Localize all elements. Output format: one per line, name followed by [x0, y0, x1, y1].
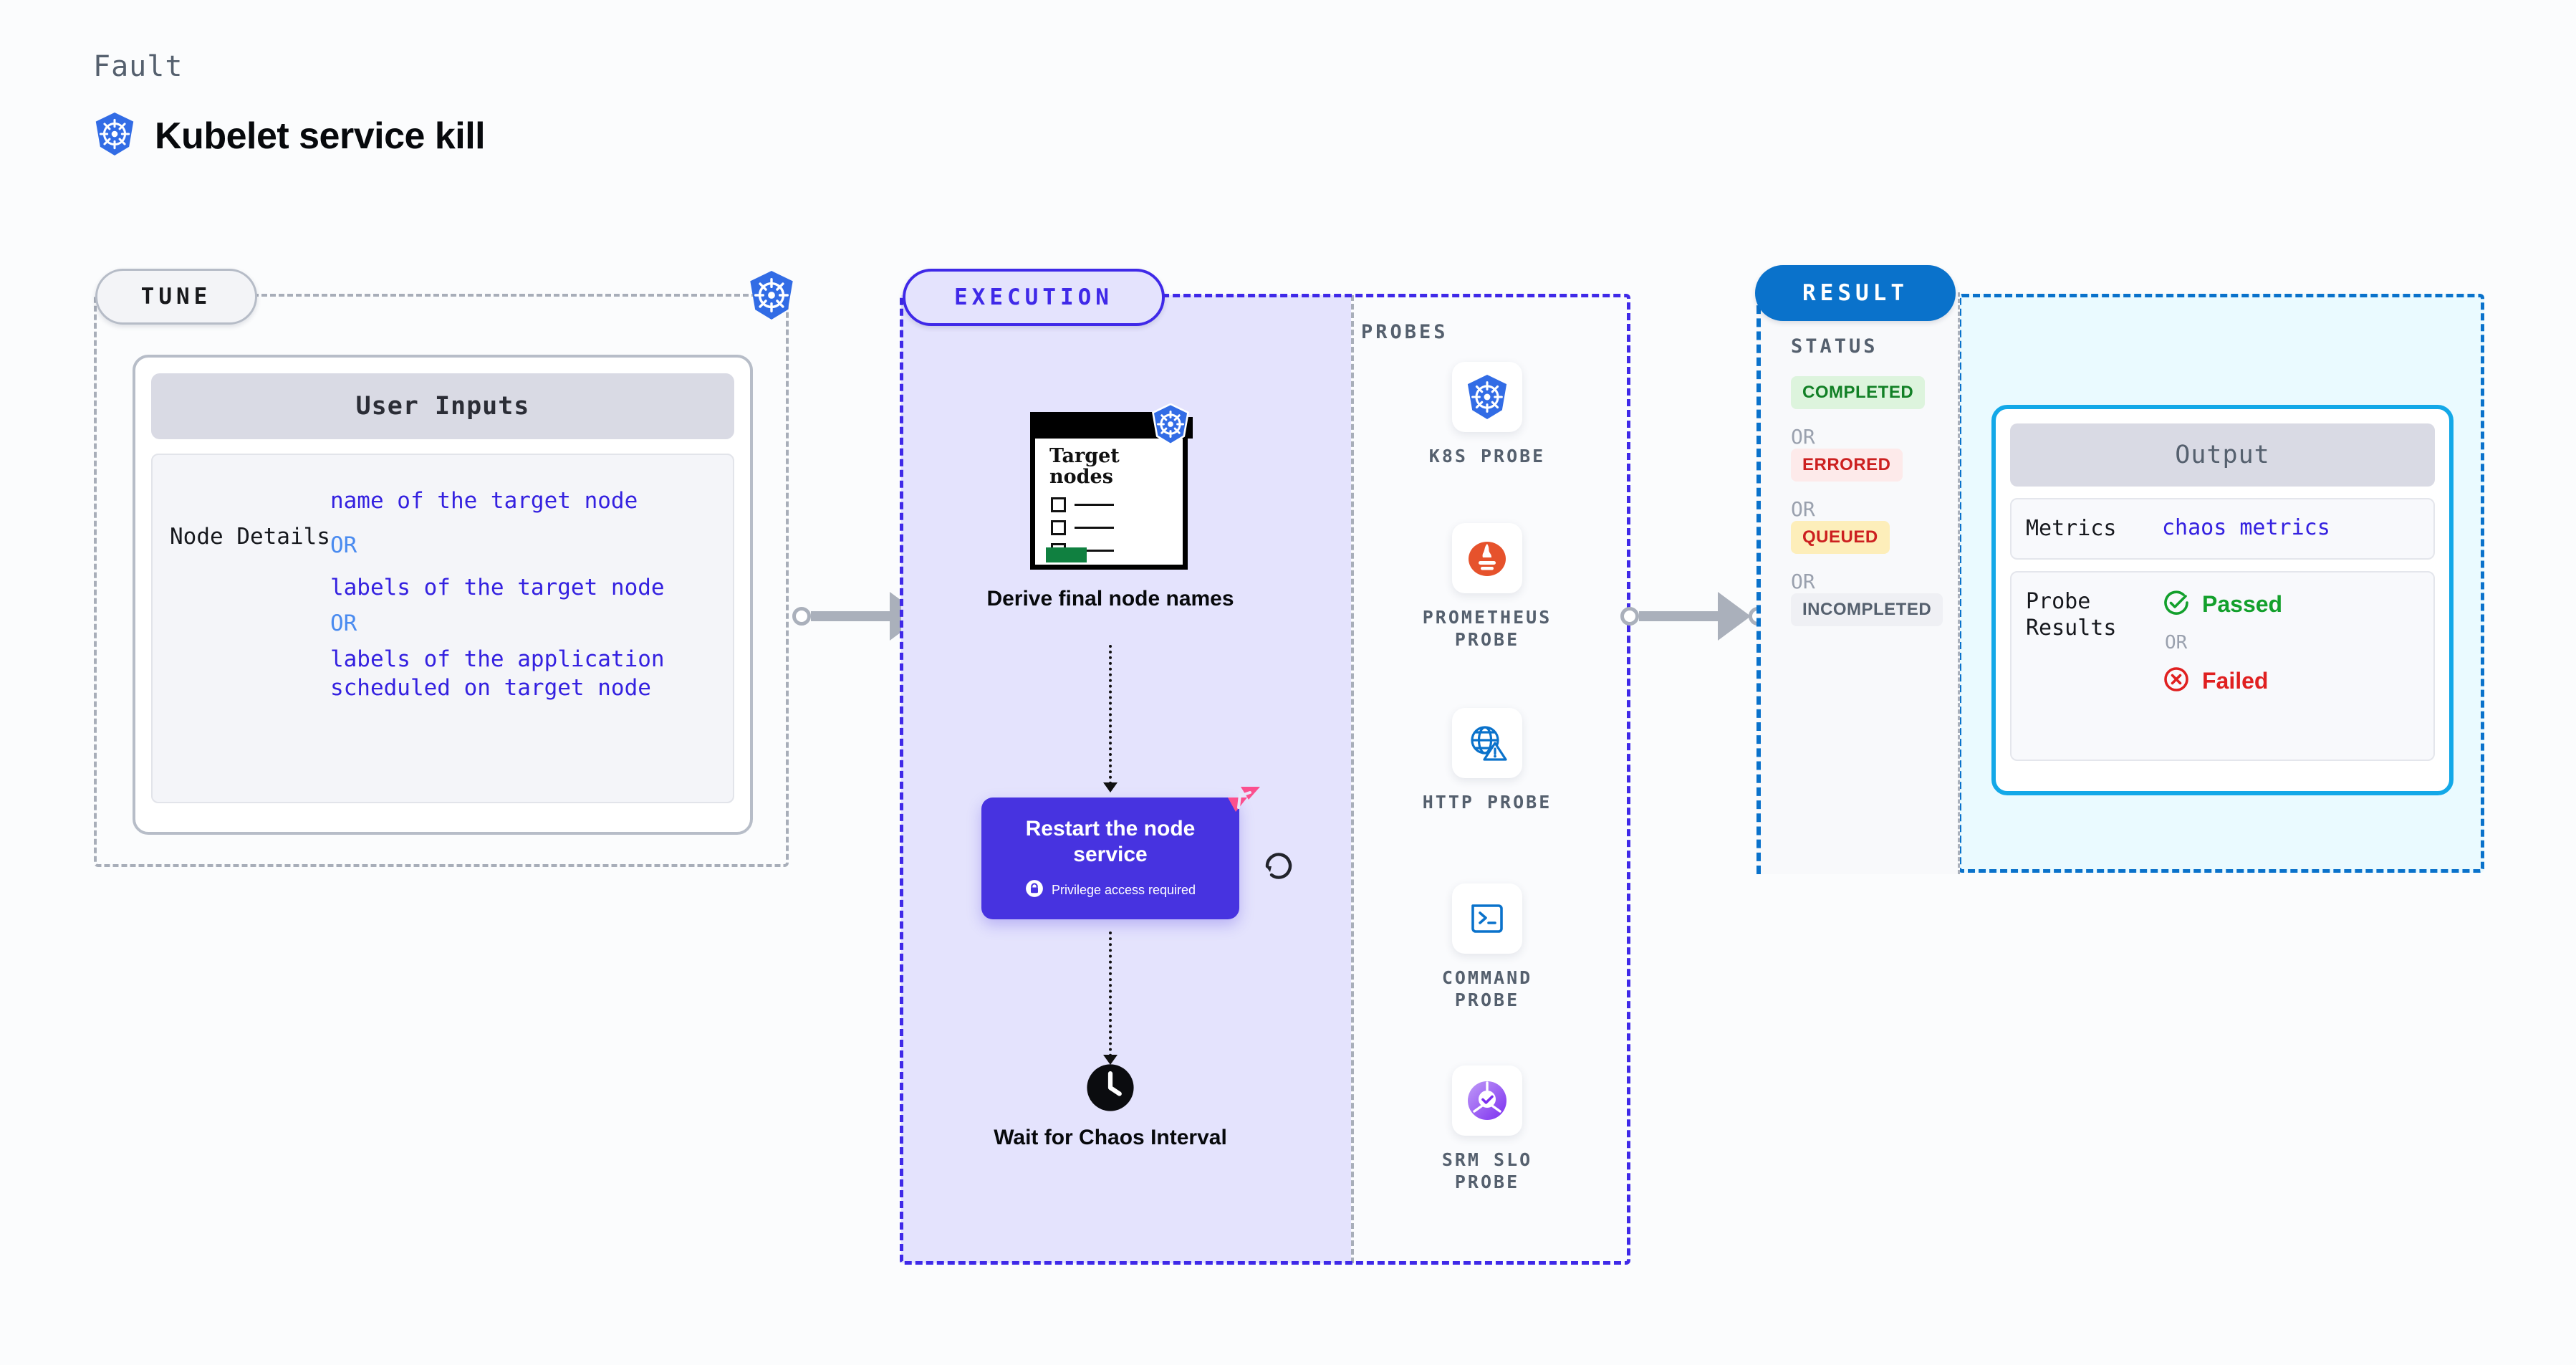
status-badge-completed: COMPLETED [1791, 376, 1926, 409]
step-label-wait-for-chaos-interval: Wait for Chaos Interval [994, 1126, 1227, 1149]
status-separator: OR [1791, 425, 1815, 449]
refresh-loop-icon [1261, 848, 1296, 882]
clock-icon [1086, 1063, 1135, 1112]
user-inputs-body: Node Details name of the target node OR … [151, 454, 734, 803]
kubernetes-icon [1452, 362, 1522, 432]
probe-item-srm-slo[interactable]: SRM SLO PROBE [1416, 1065, 1559, 1194]
tune-region [94, 294, 789, 867]
probe-label: K8S PROBE [1428, 446, 1546, 466]
tab-tune-label: TUNE [140, 284, 212, 310]
flow-arrowhead [1103, 782, 1118, 792]
kubernetes-icon [747, 270, 796, 320]
node-details-values: name of the target node OR labels of the… [330, 487, 720, 802]
status-separator: OR [1791, 570, 1815, 593]
output-row-metrics: Metrics chaos metrics [2010, 498, 2435, 560]
page-title: Kubelet service kill [155, 115, 486, 157]
user-inputs-title: User Inputs [151, 373, 734, 439]
probe-label: HTTP PROBE [1422, 792, 1552, 813]
page-header: Fault Kubelet service kill [93, 50, 486, 160]
probe-label: SRM SLO PROBE [1441, 1149, 1533, 1193]
node-details-key: Node Details [170, 524, 330, 550]
probe-results-key: Probe Results [2026, 588, 2117, 641]
target-nodes-window-icon: Target nodes [1030, 403, 1193, 570]
srm-slo-icon [1452, 1065, 1522, 1136]
connector-dot [792, 607, 811, 626]
probe-result-passed: Passed [2162, 588, 2282, 621]
connector-arrowhead [1718, 592, 1751, 641]
tab-result-label: RESULT [1802, 280, 1908, 306]
probe-item-command[interactable]: COMMAND PROBE [1416, 883, 1559, 1012]
lock-icon [1025, 879, 1044, 901]
execution-region [900, 294, 1630, 1265]
connector-bar [811, 611, 890, 621]
status-badge-incompleted: INCOMPLETED [1791, 593, 1943, 626]
flow-arrowhead [1103, 1055, 1118, 1065]
status-badge-errored: ERRORED [1791, 449, 1903, 482]
probe-separator: OR [2165, 631, 2188, 653]
terminal-icon [1452, 883, 1522, 954]
status-title: STATUS [1791, 335, 1878, 358]
globe-warning-icon [1452, 708, 1522, 778]
output-title: Output [2010, 423, 2435, 487]
user-inputs-card: User Inputs Node Details name of the tar… [133, 355, 753, 835]
kubernetes-icon [1150, 403, 1191, 446]
result-status-column: STATUS COMPLETED OR ERRORED OR QUEUED OR… [1756, 292, 1960, 874]
probe-label: PROMETHEUS PROBE [1422, 607, 1552, 651]
tab-tune[interactable]: TUNE [95, 269, 257, 325]
check-circle-icon [2162, 588, 2191, 621]
tab-execution-label: EXECUTION [954, 284, 1113, 310]
status-separator: OR [1791, 497, 1815, 521]
node-details-or-2: OR [330, 610, 357, 636]
status-badge-queued: QUEUED [1791, 521, 1890, 554]
node-details-value-1: name of the target node [330, 488, 638, 514]
progress-bar [1046, 547, 1087, 562]
connector-dot [1620, 607, 1639, 626]
probe-item-http[interactable]: HTTP PROBE [1416, 708, 1559, 813]
fault-kicker: Fault [93, 50, 183, 83]
connector-bar [1639, 611, 1718, 621]
probe-item-prometheus[interactable]: PROMETHEUS PROBE [1416, 523, 1559, 651]
step-restart-the-node-service[interactable]: Restart the node service Privilege acces… [981, 798, 1239, 919]
x-circle-icon [2162, 665, 2191, 697]
prometheus-icon [1452, 523, 1522, 593]
kubernetes-icon [93, 112, 136, 160]
tab-execution[interactable]: EXECUTION [903, 269, 1165, 326]
probe-item-k8s[interactable]: K8S PROBE [1416, 362, 1559, 467]
node-details-value-3: labels of the application scheduled on t… [330, 646, 665, 701]
harness-chaos-ribbon-icon [1219, 785, 1261, 818]
flow-connector [1109, 931, 1112, 1057]
probe-label: COMMAND PROBE [1441, 967, 1533, 1011]
node-details-or-1: OR [330, 532, 357, 559]
flow-connector [1109, 645, 1112, 785]
probes-title: PROBES [1361, 321, 1448, 343]
probe-result-failed: Failed [2162, 665, 2282, 697]
metrics-value: chaos metrics [2162, 515, 2330, 540]
tab-result[interactable]: RESULT [1755, 265, 1956, 321]
output-row-probe-results: Probe Results Passed OR [2010, 570, 2435, 761]
probe-fail-label: Failed [2202, 667, 2269, 694]
connector-execution-to-result [1620, 592, 1767, 641]
step-title: Restart the node service [1025, 816, 1196, 866]
step-label-derive-final-node-names: Derive final node names [986, 587, 1234, 610]
step-note: Privilege access required [1051, 882, 1196, 897]
output-card: Output Metrics chaos metrics Probe Resul… [1991, 405, 2454, 795]
node-details-value-2: labels of the target node [330, 574, 665, 600]
probe-pass-label: Passed [2202, 590, 2283, 617]
target-nodes-window-title: Target nodes [1049, 445, 1120, 489]
metrics-key: Metrics [2026, 516, 2117, 541]
